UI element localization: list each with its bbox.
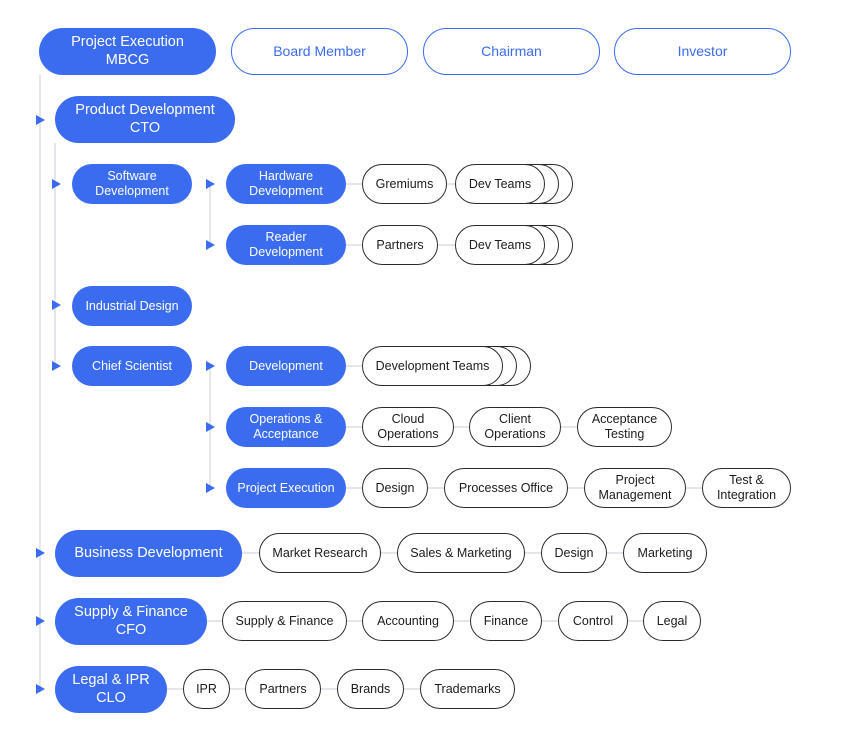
product-development-role: CTO: [129, 119, 161, 136]
market-research-node[interactable]: Market Research: [259, 533, 381, 573]
software-development-line2: Development: [95, 184, 169, 198]
business-development-node[interactable]: Business Development: [55, 530, 242, 577]
processes-office-node[interactable]: Processes Office: [444, 468, 568, 508]
hardware-development-node[interactable]: Hardware Development: [226, 164, 346, 204]
client-operations-line2: Operations: [484, 427, 546, 441]
arrow-supply-finance: [36, 616, 45, 626]
project-execution-node[interactable]: Project Execution: [226, 468, 346, 508]
sf-supply-finance-node[interactable]: Supply & Finance: [222, 601, 347, 641]
legal-partners-node[interactable]: Partners: [245, 669, 321, 709]
root-node[interactable]: Project Execution MBCG: [39, 28, 216, 75]
project-management-node[interactable]: Project Management: [584, 468, 686, 508]
operations-acceptance-node[interactable]: Operations & Acceptance: [226, 407, 346, 447]
control-node[interactable]: Control: [558, 601, 628, 641]
operations-acceptance-line2: Acceptance: [253, 427, 319, 441]
brands-node[interactable]: Brands: [337, 669, 404, 709]
development-node[interactable]: Development: [226, 346, 346, 386]
arrow-development: [206, 361, 215, 371]
design-node[interactable]: Design: [362, 468, 428, 508]
bd-design-node[interactable]: Design: [541, 533, 607, 573]
board-member-node[interactable]: Board Member: [231, 28, 408, 75]
hardware-development-line2: Development: [249, 184, 323, 198]
root-node-subtitle: MBCG: [105, 51, 150, 68]
ipr-node[interactable]: IPR: [183, 669, 230, 709]
industrial-design-node[interactable]: Industrial Design: [72, 286, 192, 326]
arrow-product-development: [36, 115, 45, 125]
supply-finance-node[interactable]: Supply & Finance CFO: [55, 598, 207, 645]
root-node-title: Project Execution: [71, 34, 184, 51]
project-management-line2: Management: [598, 488, 672, 502]
hardware-development-line1: Hardware: [258, 169, 314, 184]
cloud-operations-line1: Cloud: [391, 412, 425, 427]
chairman-node[interactable]: Chairman: [423, 28, 600, 75]
arrow-project-execution-sub: [206, 483, 215, 493]
product-development-title: Product Development: [75, 102, 215, 119]
reader-development-line2: Development: [249, 245, 323, 259]
reader-dev-teams-node[interactable]: Dev Teams: [455, 225, 545, 265]
software-development-line1: Software: [107, 169, 157, 184]
trademarks-node[interactable]: Trademarks: [420, 669, 515, 709]
marketing-node[interactable]: Marketing: [623, 533, 707, 573]
acceptance-testing-node[interactable]: Acceptance Testing: [577, 407, 672, 447]
chief-scientist-node[interactable]: Chief Scientist: [72, 346, 192, 386]
client-operations-node[interactable]: Client Operations: [469, 407, 561, 447]
finance-node[interactable]: Finance: [470, 601, 542, 641]
arrow-industrial-design: [52, 300, 61, 310]
legal-ipr-title: Legal & IPR: [72, 672, 150, 689]
gremiums-node[interactable]: Gremiums: [362, 164, 447, 204]
arrow-software-development: [52, 179, 61, 189]
supply-finance-role: CFO: [115, 621, 147, 638]
reader-development-node[interactable]: Reader Development: [226, 225, 346, 265]
legal-ipr-node[interactable]: Legal & IPR CLO: [55, 666, 167, 713]
software-development-node[interactable]: Software Development: [72, 164, 192, 204]
arrow-reader-development: [206, 240, 215, 250]
acceptance-testing-line1: Acceptance: [591, 412, 658, 427]
reader-development-line1: Reader: [265, 230, 307, 245]
test-integration-line2: Integration: [716, 488, 777, 502]
cloud-operations-node[interactable]: Cloud Operations: [362, 407, 454, 447]
arrow-hardware-development: [206, 179, 215, 189]
arrow-operations-acceptance: [206, 422, 215, 432]
legal-ipr-role: CLO: [96, 689, 126, 706]
sales-marketing-node[interactable]: Sales & Marketing: [397, 533, 525, 573]
dev-teams-node[interactable]: Dev Teams: [455, 164, 545, 204]
supply-finance-title: Supply & Finance: [74, 604, 188, 621]
accounting-node[interactable]: Accounting: [362, 601, 454, 641]
acceptance-testing-line2: Testing: [604, 427, 645, 441]
test-integration-line1: Test &: [729, 473, 764, 488]
arrow-chief-scientist: [52, 361, 61, 371]
arrow-legal-ipr: [36, 684, 45, 694]
investor-node[interactable]: Investor: [614, 28, 791, 75]
arrow-business-development: [36, 548, 45, 558]
test-integration-node[interactable]: Test & Integration: [702, 468, 791, 508]
cloud-operations-line2: Operations: [377, 427, 439, 441]
partners-node[interactable]: Partners: [362, 225, 438, 265]
client-operations-line1: Client: [499, 412, 531, 427]
development-teams-node[interactable]: Development Teams: [362, 346, 503, 386]
operations-acceptance-line1: Operations &: [249, 412, 323, 427]
project-management-line1: Project: [615, 473, 655, 488]
legal-node[interactable]: Legal: [643, 601, 701, 641]
product-development-node[interactable]: Product Development CTO: [55, 96, 235, 143]
